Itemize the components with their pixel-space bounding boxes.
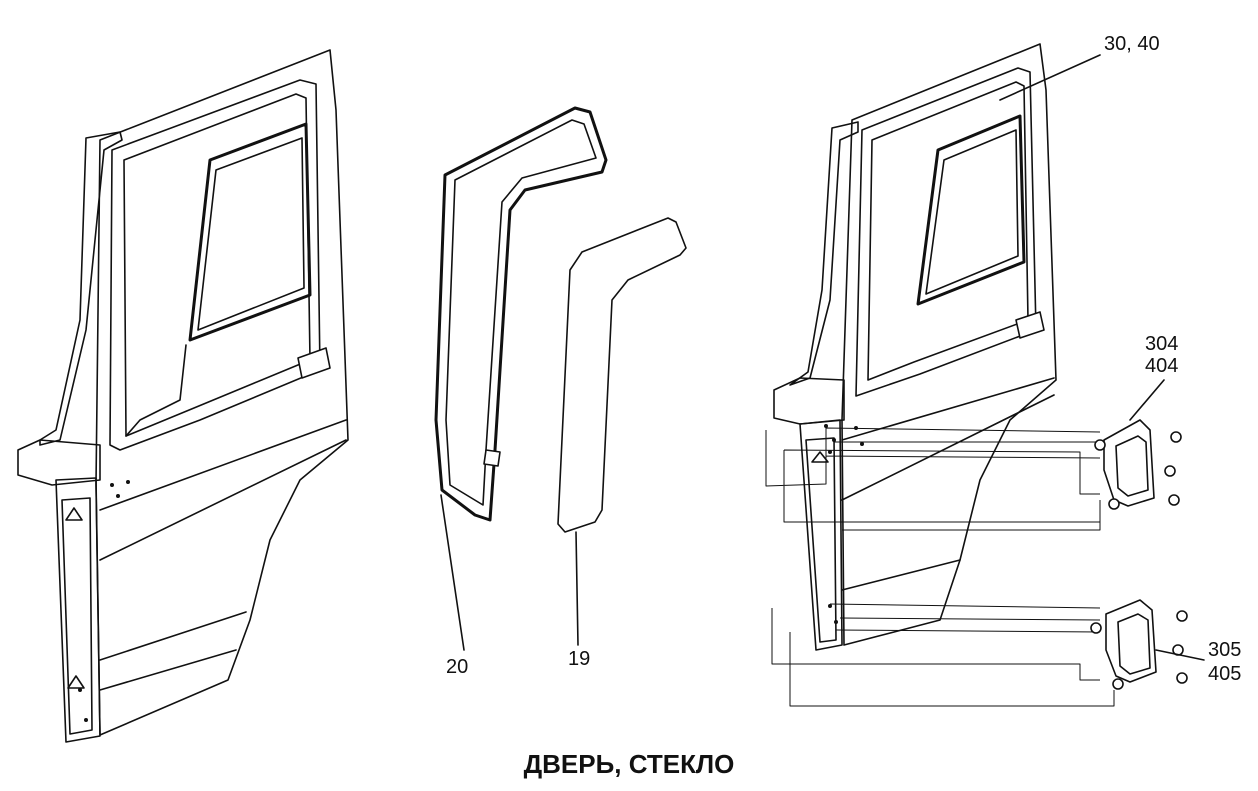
- callout-leader-upper-hinge: [1129, 379, 1165, 421]
- left-door-crease-upper: [99, 419, 347, 511]
- left-door-sill: [125, 344, 187, 437]
- right-door-pillar-trim: [789, 121, 859, 386]
- left-door-hole: [116, 494, 120, 498]
- right-door-arrow: [811, 451, 829, 463]
- door-seal: 20: [434, 106, 608, 678]
- bolt-icon: [1170, 431, 1182, 443]
- door-seal-outer: [434, 106, 608, 522]
- callout-panel: 19: [568, 648, 590, 670]
- left-door-hole: [126, 480, 130, 484]
- right-door-hinge-pillar-inner: [805, 437, 837, 643]
- callout-leader-panel: [575, 531, 579, 646]
- right-door-glass-inner: [925, 129, 1019, 295]
- callout-leader-lower-hinge: [1155, 649, 1205, 661]
- lower-hinge-plate: [1105, 599, 1157, 683]
- right-door-window-frame-inner: [867, 81, 1029, 381]
- left-door-hole: [84, 718, 88, 722]
- door-trim-panel-shape: [557, 217, 687, 533]
- door-seal-inner: [445, 119, 597, 506]
- left-door-lower-panel-bottom: [99, 649, 237, 691]
- lower-hinge: 305 405: [771, 599, 1241, 707]
- bolt-icon: [1164, 465, 1176, 477]
- right-door-hole: [828, 450, 832, 454]
- right-door-lower-panel: [841, 559, 961, 591]
- right-door-hole: [860, 442, 864, 446]
- right-door-crease-upper: [841, 377, 1055, 441]
- upper-hinge: 304 404: [765, 333, 1182, 531]
- callout-door: 30, 40: [1104, 33, 1160, 55]
- right-door-glass: [916, 114, 1026, 306]
- callout-hinge-405: 405: [1208, 663, 1241, 685]
- left-door-handle: [297, 347, 331, 379]
- left-door-hinge-pillar: [55, 477, 101, 743]
- left-door-lower-panel-top: [99, 611, 247, 661]
- right-door-window-frame-outer: [855, 67, 1037, 397]
- left-door: [17, 49, 349, 743]
- upper-hinge-explode-lines: [765, 427, 1101, 531]
- lower-hinge-explode-lines: [771, 603, 1115, 707]
- callout-hinge-404: 404: [1145, 355, 1178, 377]
- left-door-window-frame-outer: [109, 79, 321, 451]
- diagram-caption: ДВЕРЬ, СТЕКЛО: [523, 749, 735, 779]
- left-door-arrow-lower: [67, 675, 85, 689]
- left-door-hole: [78, 688, 82, 692]
- left-door-glass-inner: [197, 137, 305, 331]
- right-door-handle: [1015, 311, 1045, 339]
- bolt-icon: [1176, 610, 1188, 622]
- left-door-crease-lower: [99, 439, 347, 561]
- callout-leader-seal: [440, 494, 465, 651]
- right-door-hole: [834, 620, 838, 624]
- bolt-icon: [1090, 622, 1102, 634]
- right-door-hole: [824, 424, 828, 428]
- callout-leader-door: [999, 54, 1101, 101]
- right-door-hole: [832, 438, 836, 442]
- door-trim-panel: 19: [557, 217, 687, 670]
- left-door-pillar-base: [17, 439, 101, 486]
- left-door-hole: [110, 483, 114, 487]
- right-door-hole: [828, 604, 832, 608]
- bolt-icon: [1176, 672, 1188, 684]
- right-door-hinge-pillar: [799, 419, 843, 651]
- bolt-icon: [1108, 498, 1120, 510]
- callout-hinge-304: 304: [1145, 333, 1178, 355]
- right-door-crease-lower: [841, 394, 1055, 501]
- left-door-arrow-upper: [65, 507, 83, 521]
- bolt-icon: [1094, 439, 1106, 451]
- right-door: 30, 40: [773, 33, 1160, 651]
- lower-hinge-body: [1117, 613, 1151, 675]
- upper-hinge-plate: [1103, 419, 1155, 507]
- right-door-outline: [841, 43, 1057, 646]
- callout-hinge-305: 305: [1208, 639, 1241, 661]
- bolt-icon: [1168, 494, 1180, 506]
- left-door-hinge-pillar-inner: [61, 497, 93, 735]
- left-door-pillar-trim: [39, 131, 123, 446]
- left-door-glass: [188, 122, 312, 342]
- left-door-outline: [95, 49, 349, 736]
- upper-hinge-body: [1115, 435, 1149, 497]
- door-seal-clip: [483, 449, 501, 467]
- right-door-pillar-base: [773, 377, 845, 425]
- callout-seal: 20: [446, 656, 468, 678]
- bolt-icon: [1112, 678, 1124, 690]
